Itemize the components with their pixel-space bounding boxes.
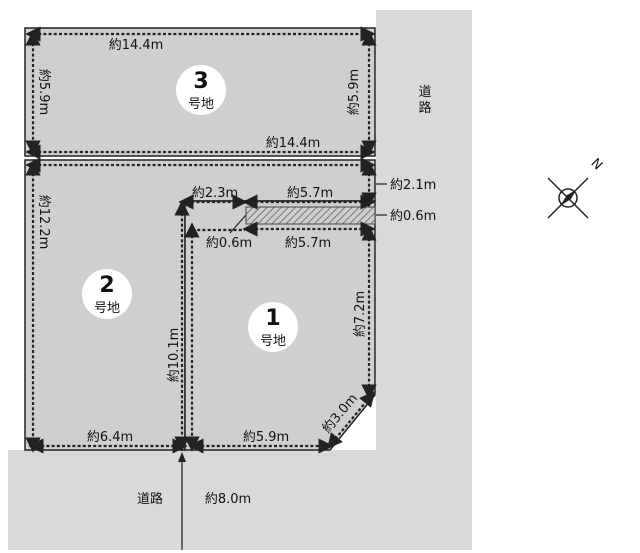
lot-2-suffix: 号地 [94, 301, 120, 316]
dim-lot3-right: 約5.9m [347, 69, 362, 115]
road-width-arrowhead [178, 452, 186, 462]
lot-1-badge [248, 302, 298, 352]
lot-1-suffix: 号地 [260, 334, 286, 349]
dim-lot1-top: 約5.7m [285, 236, 331, 251]
south-road [8, 450, 472, 550]
compass-north-label: N [588, 156, 605, 173]
dim-flag-gap-left: 約0.6m [206, 236, 252, 251]
dim-lot3-left: 約5.9m [36, 69, 51, 115]
dim-lot1-bottom: 約5.9m [243, 430, 289, 445]
lot-2-number: 2 [99, 273, 114, 298]
dim-flag-gap-right: 約0.6m [390, 209, 436, 224]
dim-lot2-bottom: 約6.4m [87, 430, 133, 445]
leader-0-6-left [229, 214, 247, 234]
lot-3-badge [176, 65, 226, 115]
flag-gap-hatch [245, 206, 376, 225]
dim-flag-right: 約2.1m [390, 178, 436, 193]
dim-flag-width: 約2.3m [192, 186, 238, 201]
dim-lot2-right: 約10.1m [167, 328, 182, 383]
lot-3-number: 3 [193, 69, 208, 94]
dim-lot1-right: 約7.2m [353, 291, 368, 337]
east-road-label-1: 道路 [418, 85, 431, 116]
dim-flag-length-top: 約5.7m [287, 186, 333, 201]
lot-2-badge [82, 269, 132, 319]
compass-icon: N [547, 156, 605, 219]
south-road-width: 約8.0m [205, 492, 251, 507]
dim-lot2-left: 約12.2m [36, 195, 51, 250]
lot-3-suffix: 号地 [188, 97, 214, 112]
dim-lot3-top: 約14.4m [109, 38, 164, 53]
dim-lot3-bottom: 約14.4m [266, 136, 321, 151]
south-road-label: 道路 [137, 491, 163, 507]
lot-1-number: 1 [265, 306, 280, 331]
